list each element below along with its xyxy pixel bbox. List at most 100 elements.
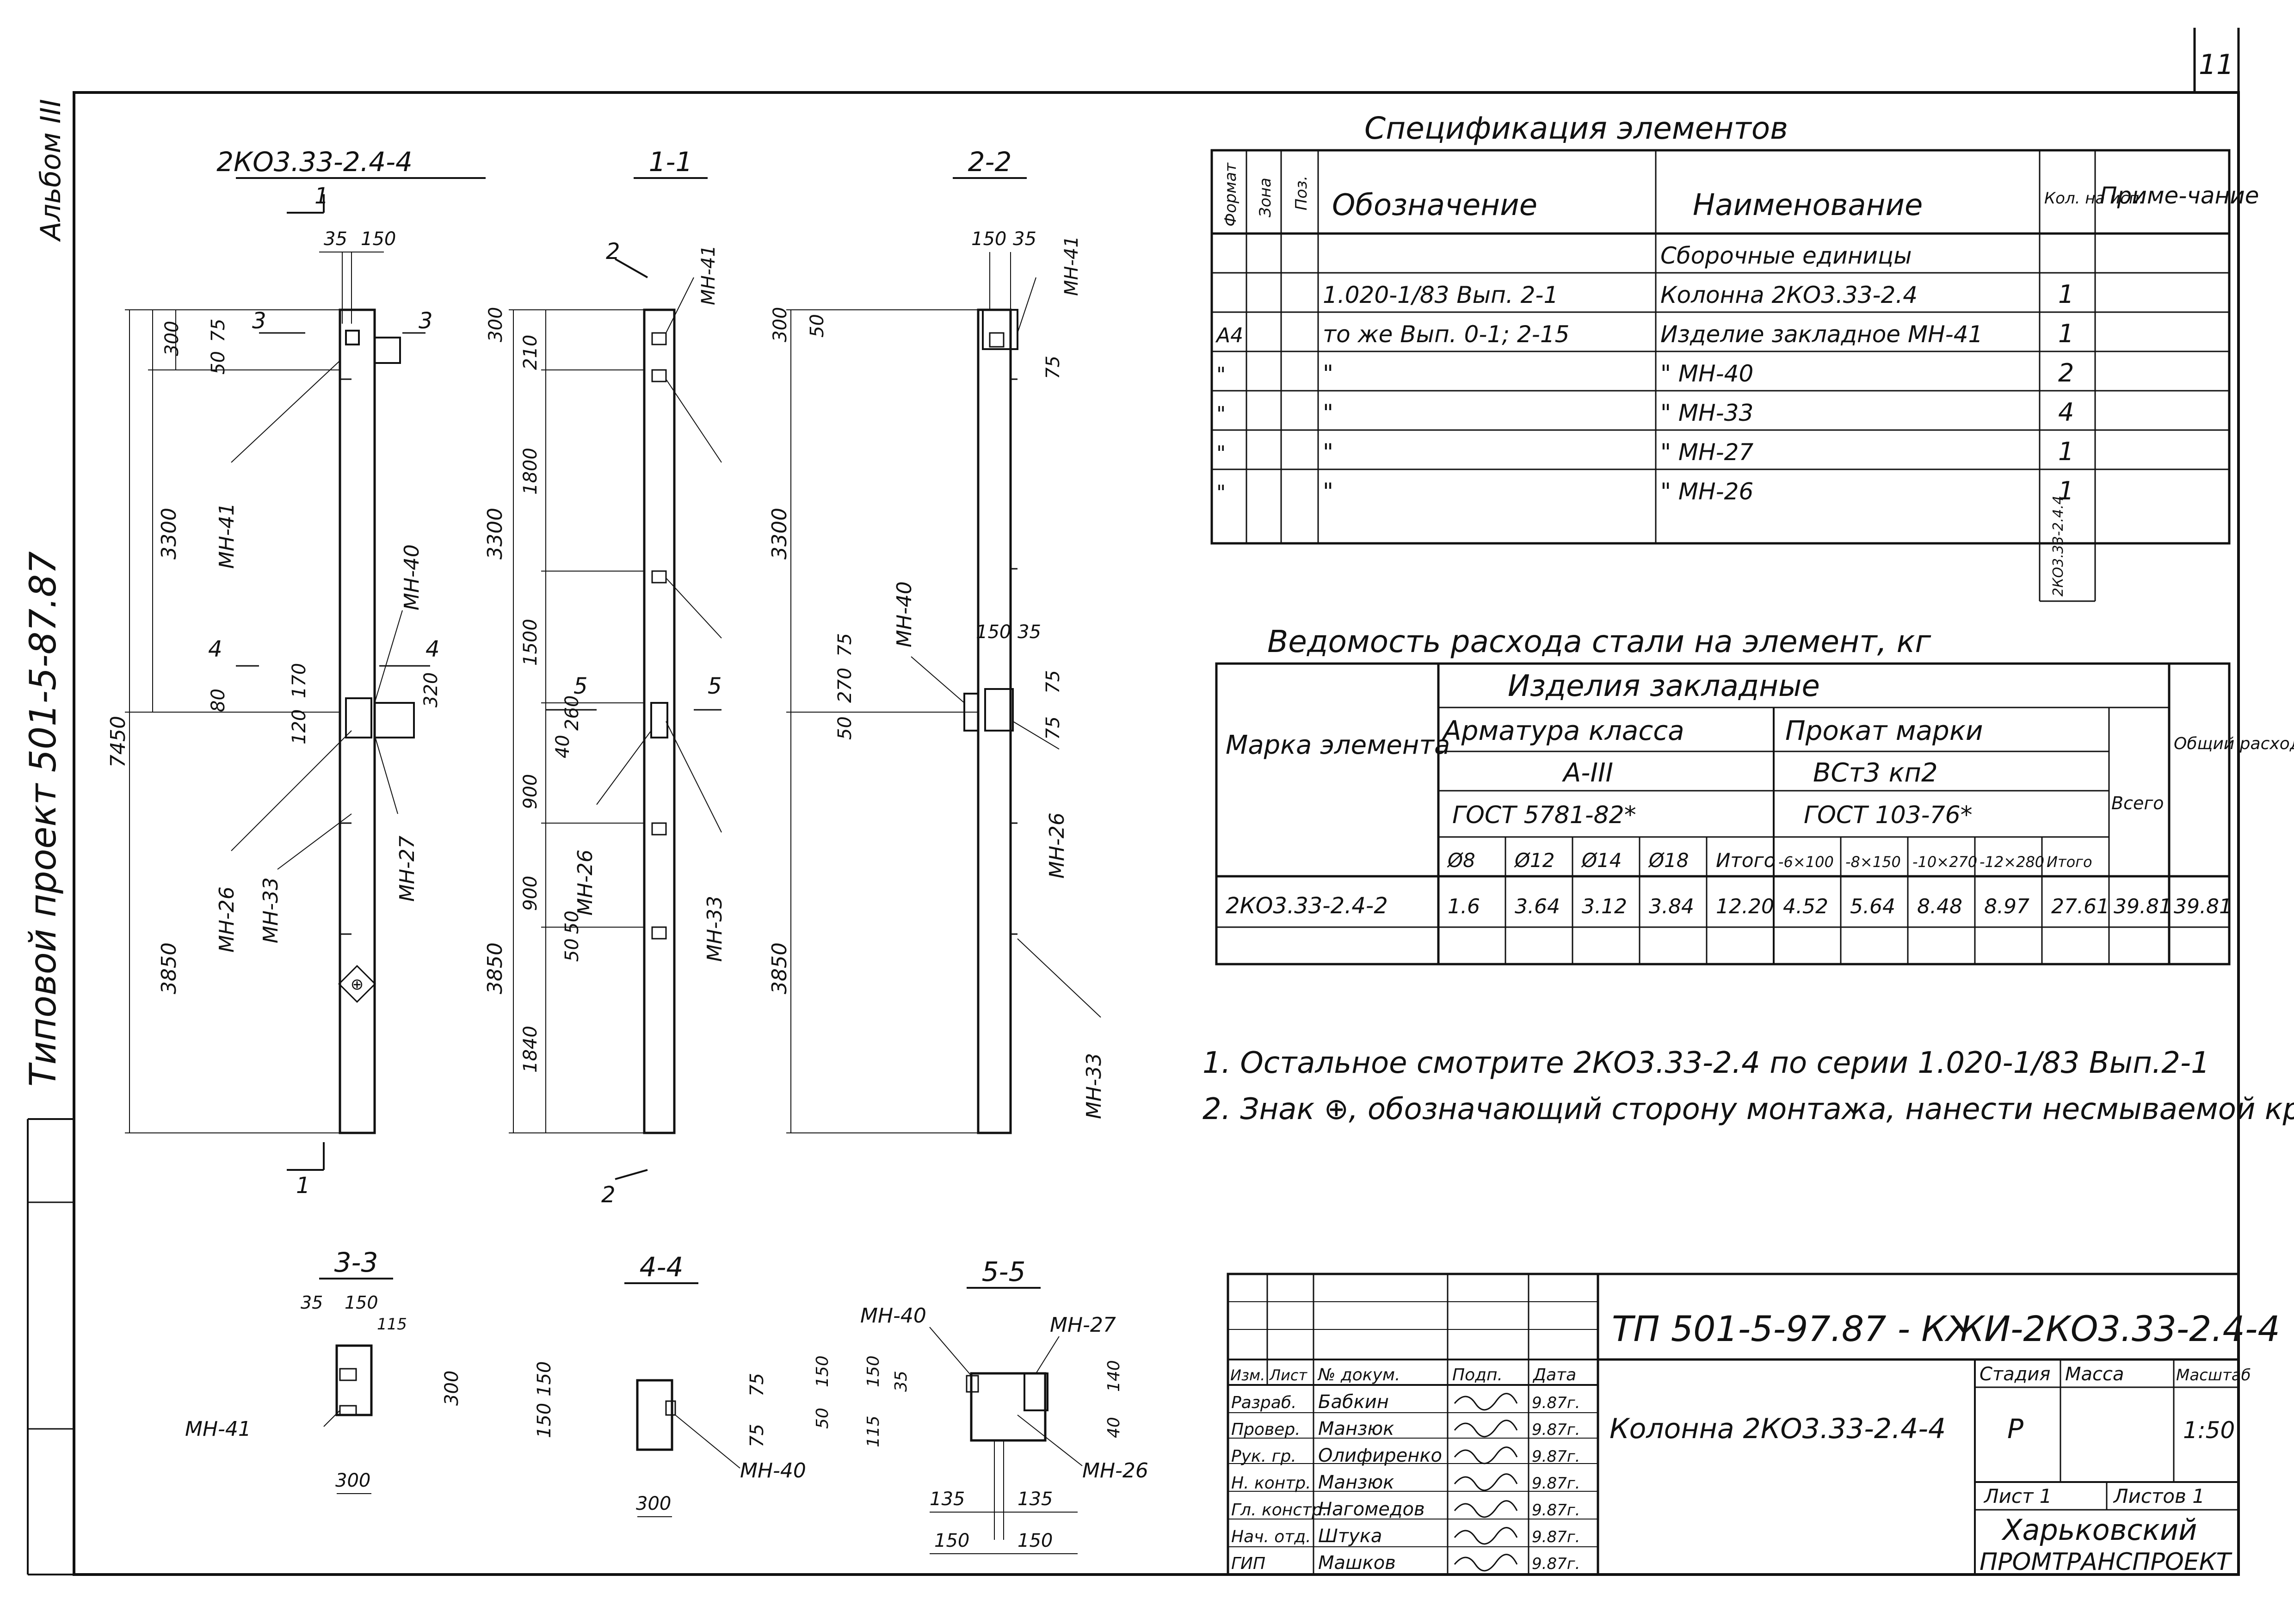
section-3-3: 3-3 35 150 115 300 300 МН-41 [185, 1247, 462, 1494]
spec-row-qty: 1 [2058, 476, 2074, 505]
mark-mn26-s1: МН-26 [574, 849, 597, 916]
steel-col-rolled: Итого [2047, 853, 2092, 871]
tb-staff-role: ГИП [1231, 1554, 1265, 1573]
dim-3850: 3850 [157, 942, 181, 994]
steel-h-overall: Общий расход [2174, 734, 2294, 753]
dim-50-s5: 50 [813, 1408, 832, 1429]
dim-50: 50 [208, 351, 229, 375]
dim-35-s3: 35 [301, 1292, 323, 1313]
steel-col-rolled: -8×150 [1845, 853, 1901, 871]
dim-50-s2: 50 [807, 314, 828, 338]
tb-staff-name: Штука [1318, 1526, 1382, 1547]
dim-40-s5: 40 [1104, 1417, 1123, 1438]
steel-col-rolled: -6×100 [1778, 853, 1834, 871]
tb-sheet: Лист 1 [1983, 1485, 2052, 1507]
tb-h-doc: № докум. [1317, 1366, 1400, 1384]
dim-150-s5b: 150 [864, 1355, 883, 1387]
tb-name: Колонна 2КО3.33-2.4-4 [1610, 1413, 1946, 1445]
signature-mark [1454, 1420, 1518, 1438]
spec-row-designation: " [1323, 439, 1333, 466]
tb-h-list: Лист [1269, 1366, 1307, 1384]
cut-1-bottom: 1 [296, 1173, 310, 1199]
signature-mark [1454, 1446, 1518, 1464]
dim-140-s5: 140 [1104, 1360, 1123, 1392]
spec-row-designation: " [1323, 360, 1333, 387]
title-code: ТП 501-5-97.87 - КЖИ-2КО3.33-2.4-4 [1612, 1308, 2280, 1349]
spec-h-designation: Обозначение [1332, 188, 1537, 222]
dim-900-s1a: 900 [520, 774, 541, 809]
mark-mn33-main: МН-33 [259, 877, 283, 943]
dim-300-s2: 300 [770, 307, 791, 342]
tb-staff-name: Нагомедов [1318, 1499, 1425, 1520]
dim-75: 75 [208, 319, 229, 342]
notes: 1. Остальное смотрите 2КО3.33-2.4 по сер… [1202, 1046, 2294, 1126]
signature-mark [1454, 1554, 1518, 1572]
dim-210-s1: 210 [520, 335, 541, 370]
steel-val-rolled: 27.61 [2051, 895, 2109, 918]
note-1: 1. Остальное смотрите 2КО3.33-2.4 по сер… [1202, 1046, 2210, 1080]
dim-135-s5a: 135 [930, 1489, 965, 1510]
section-2-2-title: 2-2 [968, 146, 1012, 178]
dim-80: 80 [208, 689, 229, 712]
mark-mn40-s4: МН-40 [740, 1459, 806, 1483]
spec-row-qty: 1 [2058, 437, 2074, 466]
tb-h-date: Дата [1532, 1366, 1576, 1384]
dim-260-s1: 260 [561, 695, 583, 731]
dim-7450: 7450 [106, 716, 130, 768]
signature-mark [1454, 1473, 1518, 1491]
mark-mn27-s5: МН-27 [1050, 1313, 1116, 1337]
tb-staff-name: Бабкин [1318, 1391, 1389, 1413]
signature-mark [1454, 1500, 1518, 1518]
spec-row-qty: 2 [2058, 358, 2074, 388]
section-4-4-title: 4-4 [640, 1251, 684, 1283]
tb-staff-name: Машков [1318, 1552, 1396, 1574]
dim-150-s5d: 150 [1018, 1530, 1053, 1551]
cut-4-left: 4 [208, 636, 222, 662]
dim-170: 170 [289, 663, 310, 698]
tb-h-mass: Масса [2065, 1364, 2124, 1385]
dim-3300: 3300 [157, 508, 181, 560]
spec-row-qty: 4 [2058, 398, 2074, 427]
mark-mn26-main: МН-26 [215, 886, 239, 953]
signature-mark [1454, 1527, 1518, 1545]
steel-row-mark: 2КО3.33-2.4-2 [1226, 893, 1388, 919]
steel-h-rebar: Арматура класса [1441, 715, 1684, 746]
steel-title: Ведомость расхода стали на элемент, кг [1267, 624, 1931, 659]
tb-staff-role: Н. контр. [1231, 1474, 1311, 1493]
spec-row-qty: 1 [2058, 280, 2074, 309]
mark-mn27-main: МН-27 [395, 836, 419, 902]
album-label: Альбом III [35, 99, 67, 242]
spec-row-format: " [1216, 402, 1226, 426]
dim-75-s2d: 75 [1042, 670, 1064, 694]
tb-staff-name: Манзюк [1318, 1472, 1394, 1493]
spec-row-format: " [1216, 442, 1226, 465]
tb-h-izm: Изм. [1230, 1366, 1265, 1384]
steel-h-rebar-class: А-III [1562, 758, 1613, 788]
section-5-5: 5-5 МН-40 МН-27 МН-26 150 50 150 35 115 … [813, 1256, 1148, 1554]
steel-val-rebar: 3.12 [1582, 895, 1627, 918]
mark-mn41-s3: МН-41 [185, 1417, 251, 1441]
dim-75-s4b: 75 [746, 1424, 768, 1447]
dim-3850-s2: 3850 [768, 942, 791, 994]
mark-mn41-main: МН-41 [215, 503, 239, 569]
dim-1840-s1: 1840 [520, 1026, 541, 1073]
steel-h-rolled: Прокат марки [1785, 715, 1983, 746]
tb-staff-date: 9.87г. [1532, 1394, 1580, 1412]
spec-row-name: " МН-26 [1660, 478, 1753, 505]
mark-mn41-s1: МН-41 [698, 245, 719, 305]
steel-val-rolled: 8.97 [1984, 895, 2029, 918]
tb-staff-date: 9.87г. [1532, 1421, 1580, 1439]
steel-val-rebar: 1.6 [1448, 895, 1480, 918]
spec-row-format: " [1216, 363, 1226, 387]
cut-5-left: 5 [574, 673, 588, 699]
dim-40-s1: 40 [552, 735, 574, 758]
dim-50-s2b: 50 [834, 716, 856, 740]
spec-h-pos: Поз. [1292, 176, 1311, 210]
tb-h-scale: Масштаб [2176, 1366, 2251, 1384]
tb-staff-role: Нач. отд. [1231, 1527, 1311, 1546]
spec-row-name: Сборочные единицы [1660, 242, 1912, 269]
steel-col-rolled: -10×270 [1912, 853, 1977, 871]
spec-title: Спецификация элементов [1364, 111, 1788, 146]
